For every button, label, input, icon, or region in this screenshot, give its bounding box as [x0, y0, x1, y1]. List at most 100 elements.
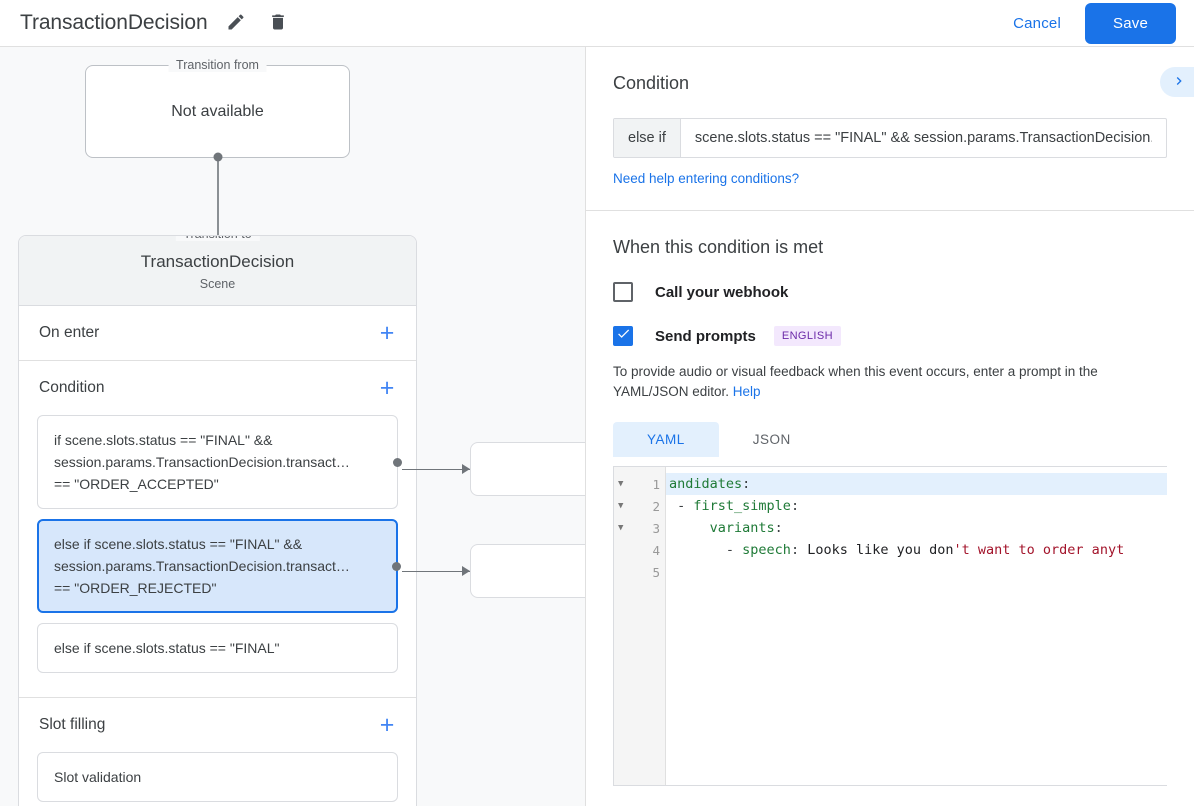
- condition-item[interactable]: if scene.slots.status == "FINAL" &&sessi…: [37, 415, 402, 509]
- code-token: [669, 520, 710, 536]
- code-token: :: [790, 498, 800, 514]
- editor-line-number: 5: [614, 561, 665, 583]
- call-webhook-checkbox[interactable]: [613, 282, 633, 302]
- code-token: :: [790, 542, 808, 558]
- condition-connector-dot: [393, 457, 402, 467]
- line-number-label: 1: [652, 476, 660, 492]
- condition-input-row[interactable]: else if: [613, 118, 1167, 158]
- condition-item[interactable]: else if scene.slots.status == "FINAL": [37, 623, 398, 673]
- section-header: Slot filling +: [19, 698, 416, 752]
- tab-yaml[interactable]: YAML: [613, 422, 719, 457]
- section-title: Slot filling: [39, 716, 106, 733]
- condition-2-target-box[interactable]: [470, 544, 585, 598]
- editor-line-number: ▼1: [614, 473, 665, 495]
- section-title: Condition: [39, 379, 105, 396]
- top-bar: TransactionDecision Cancel Save: [0, 0, 1194, 47]
- check-icon: [616, 326, 631, 346]
- editor-line-number: 4: [614, 539, 665, 561]
- call-webhook-label: Call your webhook: [655, 283, 789, 301]
- code-token: andidates: [669, 476, 743, 492]
- transition-to-legend: Transition to: [175, 236, 260, 241]
- webhook-row[interactable]: Call your webhook: [613, 282, 1167, 302]
- transition-from-card[interactable]: Transition from Not available: [85, 58, 350, 158]
- tab-json[interactable]: JSON: [719, 422, 825, 457]
- editor-code-line: andidates:: [666, 473, 1167, 495]
- condition-prefix-label: else if: [614, 119, 681, 157]
- scene-header[interactable]: Transition to TransactionDecision Scene: [19, 236, 416, 306]
- scene-sections: On enter + Condition + if scene.slots.status…: [19, 306, 416, 806]
- condition-1-connector-line: [402, 469, 470, 470]
- add-condition-button[interactable]: +: [374, 375, 400, 401]
- condition-item-line: session.params.TransactionDecision.trans…: [54, 454, 350, 470]
- prompts-description: To provide audio or visual feedback when…: [613, 362, 1167, 402]
- add-slot-filling-button[interactable]: +: [374, 712, 400, 738]
- line-number-label: 3: [652, 520, 660, 536]
- code-token: -: [669, 498, 694, 514]
- code-token: -: [669, 542, 743, 558]
- cancel-button[interactable]: Cancel: [999, 7, 1075, 40]
- code-token: speech: [742, 542, 791, 558]
- condition-item-line: else if scene.slots.status == "FINAL": [54, 640, 280, 656]
- condition-item-line: == "ORDER_REJECTED": [54, 580, 217, 596]
- panel-condition-section: Condition else if Need help entering con…: [586, 47, 1194, 211]
- fold-toggle-icon[interactable]: ▼: [618, 500, 624, 511]
- trash-icon: [268, 12, 288, 35]
- condition-item-line: == "ORDER_ACCEPTED": [54, 476, 219, 492]
- scene-section: On enter +: [19, 306, 416, 361]
- editor-line-number: ▼2: [614, 495, 665, 517]
- condition-expression-input[interactable]: [680, 119, 1166, 157]
- line-number-label: 4: [652, 542, 660, 558]
- transition-from-legend: Transition from: [168, 58, 267, 72]
- condition-2-connector-line: [402, 571, 470, 572]
- page-title: TransactionDecision: [20, 11, 208, 34]
- flow-canvas[interactable]: Transition from Not available Transition…: [0, 47, 586, 806]
- panel-actions-section: When this condition is met Call your web…: [586, 211, 1194, 786]
- transition-from-value: Not available: [171, 102, 264, 120]
- when-condition-met-title: When this condition is met: [613, 237, 824, 257]
- save-button[interactable]: Save: [1085, 2, 1176, 44]
- section-title: On enter: [39, 324, 100, 341]
- code-token: variants: [709, 520, 775, 536]
- condition-1-target-box[interactable]: [470, 442, 585, 496]
- scene-card: Transition to TransactionDecision Scene …: [18, 235, 417, 806]
- line-number-label: 2: [652, 498, 660, 514]
- fold-toggle-icon[interactable]: ▼: [618, 522, 624, 533]
- panel-title: Condition: [613, 73, 690, 93]
- condition-item-line: else if scene.slots.status == "FINAL" &&: [54, 536, 303, 552]
- send-prompts-checkbox[interactable]: [613, 326, 633, 346]
- prompts-help-link[interactable]: Help: [732, 384, 761, 399]
- scene-subtitle: Scene: [199, 277, 236, 291]
- code-token: 't want to order anyt: [953, 542, 1125, 558]
- editor-code-area[interactable]: andidates: - first_simple: variants: - s…: [666, 467, 1167, 785]
- editor-code-line: - first_simple:: [666, 495, 1167, 517]
- fold-toggle-icon[interactable]: ▼: [618, 478, 624, 489]
- condition-item[interactable]: Slot validation: [37, 752, 398, 802]
- edit-name-button[interactable]: [222, 9, 250, 37]
- code-token: :: [742, 476, 751, 492]
- condition-help-link[interactable]: Need help entering conditions?: [613, 171, 800, 186]
- section-header: On enter +: [19, 306, 416, 360]
- editor-code-line: - speech: Looks like you don't want to o…: [666, 539, 1167, 561]
- editor-format-tabs: YAML JSON: [613, 422, 1167, 457]
- send-prompts-row[interactable]: Send prompts ENGLISH: [613, 326, 1167, 346]
- pencil-icon: [226, 12, 246, 35]
- condition-1-arrowhead: [462, 464, 470, 474]
- collapse-panel-button[interactable]: [1160, 67, 1194, 97]
- condition-item-line: session.params.TransactionDecision.trans…: [54, 558, 350, 574]
- add-on-enter-button[interactable]: +: [374, 320, 400, 346]
- prompts-description-text: To provide audio or visual feedback when…: [613, 364, 1098, 399]
- chevron-right-icon: [1171, 73, 1187, 92]
- editor-code-line: variants:: [666, 517, 1167, 539]
- condition-2-arrowhead: [462, 566, 470, 576]
- condition-item-line: Slot validation: [54, 769, 142, 785]
- send-prompts-label: Send prompts: [655, 327, 756, 345]
- delete-button[interactable]: [264, 9, 292, 37]
- language-badge: ENGLISH: [773, 326, 841, 346]
- scene-title: TransactionDecision: [140, 252, 295, 271]
- condition-item-selected[interactable]: else if scene.slots.status == "FINAL" &&…: [37, 519, 401, 613]
- line-number-label: 5: [652, 564, 660, 580]
- code-token: Looks like you don: [807, 542, 954, 558]
